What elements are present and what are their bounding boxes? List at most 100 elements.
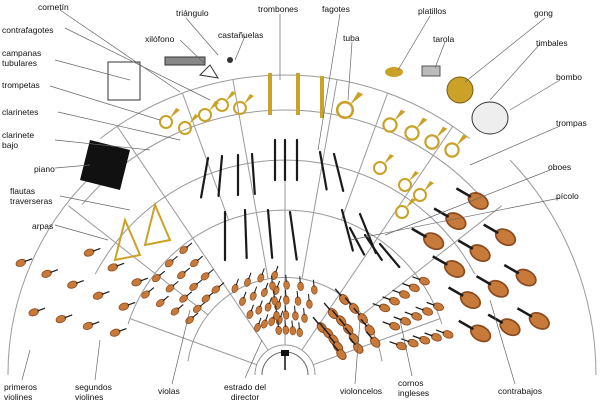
trumpet-right-bell: [456, 134, 468, 146]
clarinet: [250, 152, 256, 196]
viola-center-neck: [271, 275, 273, 283]
cello-neck: [323, 302, 331, 311]
label-clarinetes: clarinetes: [2, 107, 39, 117]
trumpet: [233, 94, 254, 115]
cello-right: [392, 289, 410, 299]
viola-center: [283, 289, 290, 305]
cello-right-neck: [435, 329, 445, 334]
trumpet-right-coil: [382, 117, 398, 133]
viola-center-neck: [291, 320, 294, 328]
viola-center: [282, 319, 290, 335]
harp: [143, 201, 172, 247]
gong: [446, 76, 474, 104]
viola-neck: [265, 314, 269, 321]
cello-right-body: [421, 307, 434, 316]
section-divider: [301, 79, 338, 279]
viola: [246, 304, 254, 319]
violin-2: [170, 304, 184, 316]
leader-line: [509, 79, 561, 111]
cello-right: [382, 296, 400, 306]
viola-center: [282, 304, 290, 320]
label-trompetas: trompetas: [2, 80, 40, 90]
violin-1-body: [118, 302, 130, 311]
violin-2: [141, 287, 155, 299]
label-violonchelos: violoncelos: [340, 386, 383, 396]
leader-line: [49, 85, 161, 121]
viola-center-neck: [284, 304, 287, 312]
cello-right: [402, 282, 420, 293]
conductor-podium: [261, 350, 309, 376]
violin-1: [131, 277, 149, 287]
violin-1: [82, 321, 100, 330]
leader-line: [384, 169, 551, 236]
violin-1-neck: [118, 328, 127, 332]
section-divider: [361, 205, 503, 316]
instrument-illustrations: [15, 56, 550, 361]
violin-1-neck: [116, 262, 125, 267]
viola-center-body: [294, 296, 302, 306]
violin-2: [164, 255, 178, 268]
double-bass: [503, 263, 537, 287]
cello-right: [424, 332, 442, 342]
cymbals: [385, 67, 403, 77]
violin-1: [41, 269, 59, 278]
violin-2: [165, 280, 179, 293]
label-castanuelas: castañuelas: [218, 30, 264, 40]
label-contrafagotes: contrafagotes: [2, 25, 54, 35]
double-bass-neck: [516, 307, 533, 318]
double-bass-body: [494, 228, 517, 247]
label-contrabajos: contrabajos: [498, 386, 542, 396]
violin-2: [177, 267, 191, 280]
double-bass-body: [487, 279, 509, 298]
violin-2: [190, 255, 204, 268]
french-horn: [395, 198, 416, 219]
violin-1: [83, 247, 101, 257]
leader-line: [464, 17, 546, 83]
clarinet: [199, 156, 210, 199]
cello-right-body: [408, 283, 420, 293]
label-platillos: platillos: [418, 6, 447, 16]
double-bass-body: [467, 192, 489, 210]
double-bass-body: [528, 311, 550, 330]
trumpet-coil: [233, 101, 247, 115]
label-cornetin: cornetín: [38, 2, 69, 12]
viola-body: [239, 296, 246, 306]
cello-neck: [344, 297, 352, 306]
violin-2-neck: [172, 280, 179, 287]
violin-2-neck: [196, 279, 203, 285]
viola: [260, 314, 269, 329]
viola-body: [246, 309, 254, 319]
double-bass: [455, 187, 489, 210]
trumpet-coil: [159, 115, 173, 129]
violin-1: [107, 262, 125, 272]
cello-neck: [318, 322, 326, 331]
snare-drum: [421, 65, 441, 77]
viola: [239, 291, 247, 306]
label-gong: gong: [534, 8, 553, 18]
trumpet-right: [444, 134, 468, 158]
viola-center-neck: [299, 276, 301, 284]
violin-1: [109, 328, 127, 337]
viola-center-body: [301, 313, 308, 323]
castanets: [227, 57, 233, 63]
trombone: [268, 73, 272, 115]
cello-right-body: [398, 290, 410, 299]
viola-center-body: [283, 295, 290, 305]
viola: [264, 297, 273, 312]
trumpet-bell: [226, 91, 236, 101]
viola-center-neck: [277, 320, 279, 328]
viola-center-body: [296, 327, 303, 338]
leader-line: [347, 41, 353, 101]
viola-center: [271, 290, 278, 306]
cello-right-neck: [401, 338, 410, 343]
viola-neck: [261, 268, 265, 275]
trumpet-coil: [178, 121, 192, 135]
viola-center-neck: [273, 290, 275, 298]
leader-line: [349, 197, 561, 241]
violin-1-body: [67, 280, 78, 289]
viola-center: [269, 275, 276, 291]
label-triangulo: triángulo: [176, 8, 209, 18]
viola-center-neck: [284, 289, 287, 297]
label-bombo: bombo: [556, 72, 582, 82]
cello-right: [412, 335, 431, 345]
